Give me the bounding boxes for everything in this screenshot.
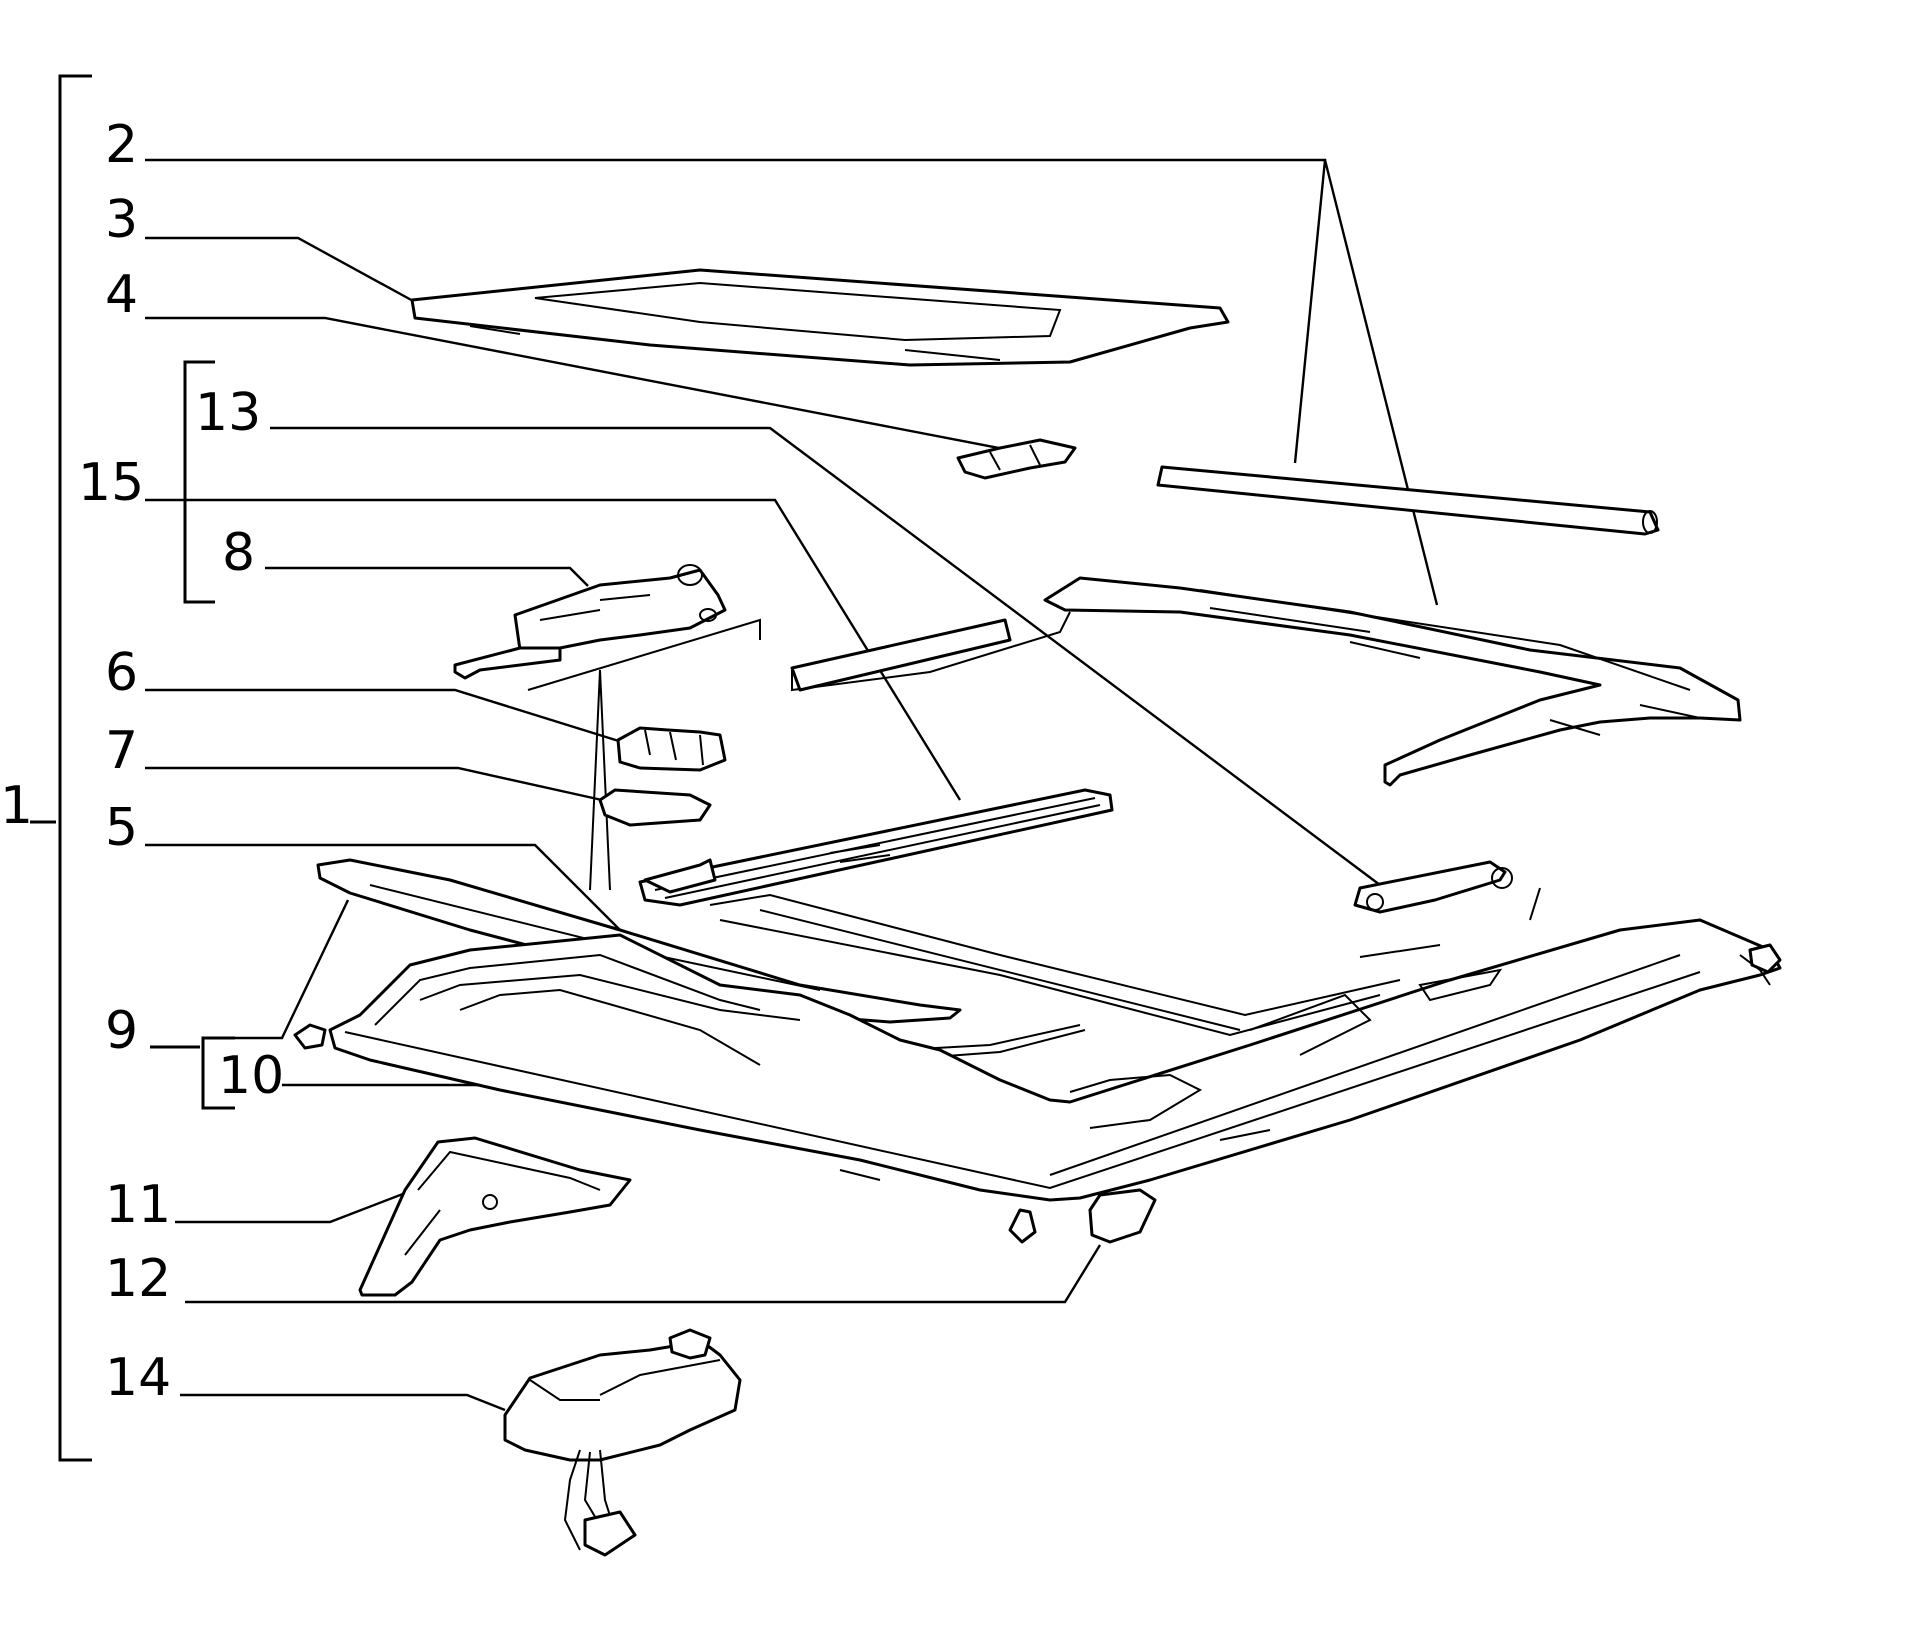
callout-3: 3 <box>105 190 138 250</box>
callout-6: 6 <box>105 643 138 703</box>
callout-5: 5 <box>105 798 138 858</box>
callout-labels: 1 2 3 4 13 15 8 6 7 5 9 10 11 12 14 <box>0 115 284 1408</box>
support-bracket-11 <box>358 1136 632 1297</box>
side-bracket-13 <box>1353 860 1541 958</box>
bracket-15 <box>183 360 215 604</box>
callout-12: 12 <box>105 1249 171 1309</box>
callout-14: 14 <box>105 1348 171 1408</box>
callout-2: 2 <box>105 115 138 175</box>
leader-7 <box>145 766 603 802</box>
leader-3 <box>145 236 416 304</box>
callout-13: 13 <box>195 383 261 443</box>
leader-9 <box>203 899 350 1040</box>
drive-bracket-8 <box>453 564 761 891</box>
callout-8: 8 <box>222 523 255 583</box>
leader-6 <box>145 688 623 744</box>
leader-11 <box>175 1190 409 1224</box>
leader-4 <box>145 316 1036 457</box>
callout-10: 10 <box>218 1046 284 1106</box>
leader-8 <box>265 566 589 587</box>
seal-strip-2 <box>1156 465 1660 536</box>
guide-block-6 <box>616 726 727 772</box>
plug-7 <box>598 788 712 827</box>
leader-14 <box>180 1393 506 1412</box>
seal-frame-2 <box>790 576 1742 787</box>
assembly-bracket-1 <box>30 74 92 1462</box>
callout-4: 4 <box>105 265 138 325</box>
leader-15 <box>145 498 962 801</box>
guide-rail-15 <box>638 788 1114 907</box>
glass-panel-3 <box>410 268 1230 367</box>
leader-12 <box>185 1244 1102 1304</box>
leader-13 <box>270 426 1381 886</box>
callout-15: 15 <box>78 453 144 513</box>
leader-2 <box>145 158 1439 606</box>
callout-1: 1 <box>0 776 33 836</box>
callout-7: 7 <box>105 721 138 781</box>
callout-9: 9 <box>105 1001 138 1061</box>
motor-14 <box>503 1328 742 1557</box>
sunroof-frame-9 <box>293 893 1782 1244</box>
callout-11: 11 <box>105 1175 171 1235</box>
clip-4 <box>956 438 1077 480</box>
